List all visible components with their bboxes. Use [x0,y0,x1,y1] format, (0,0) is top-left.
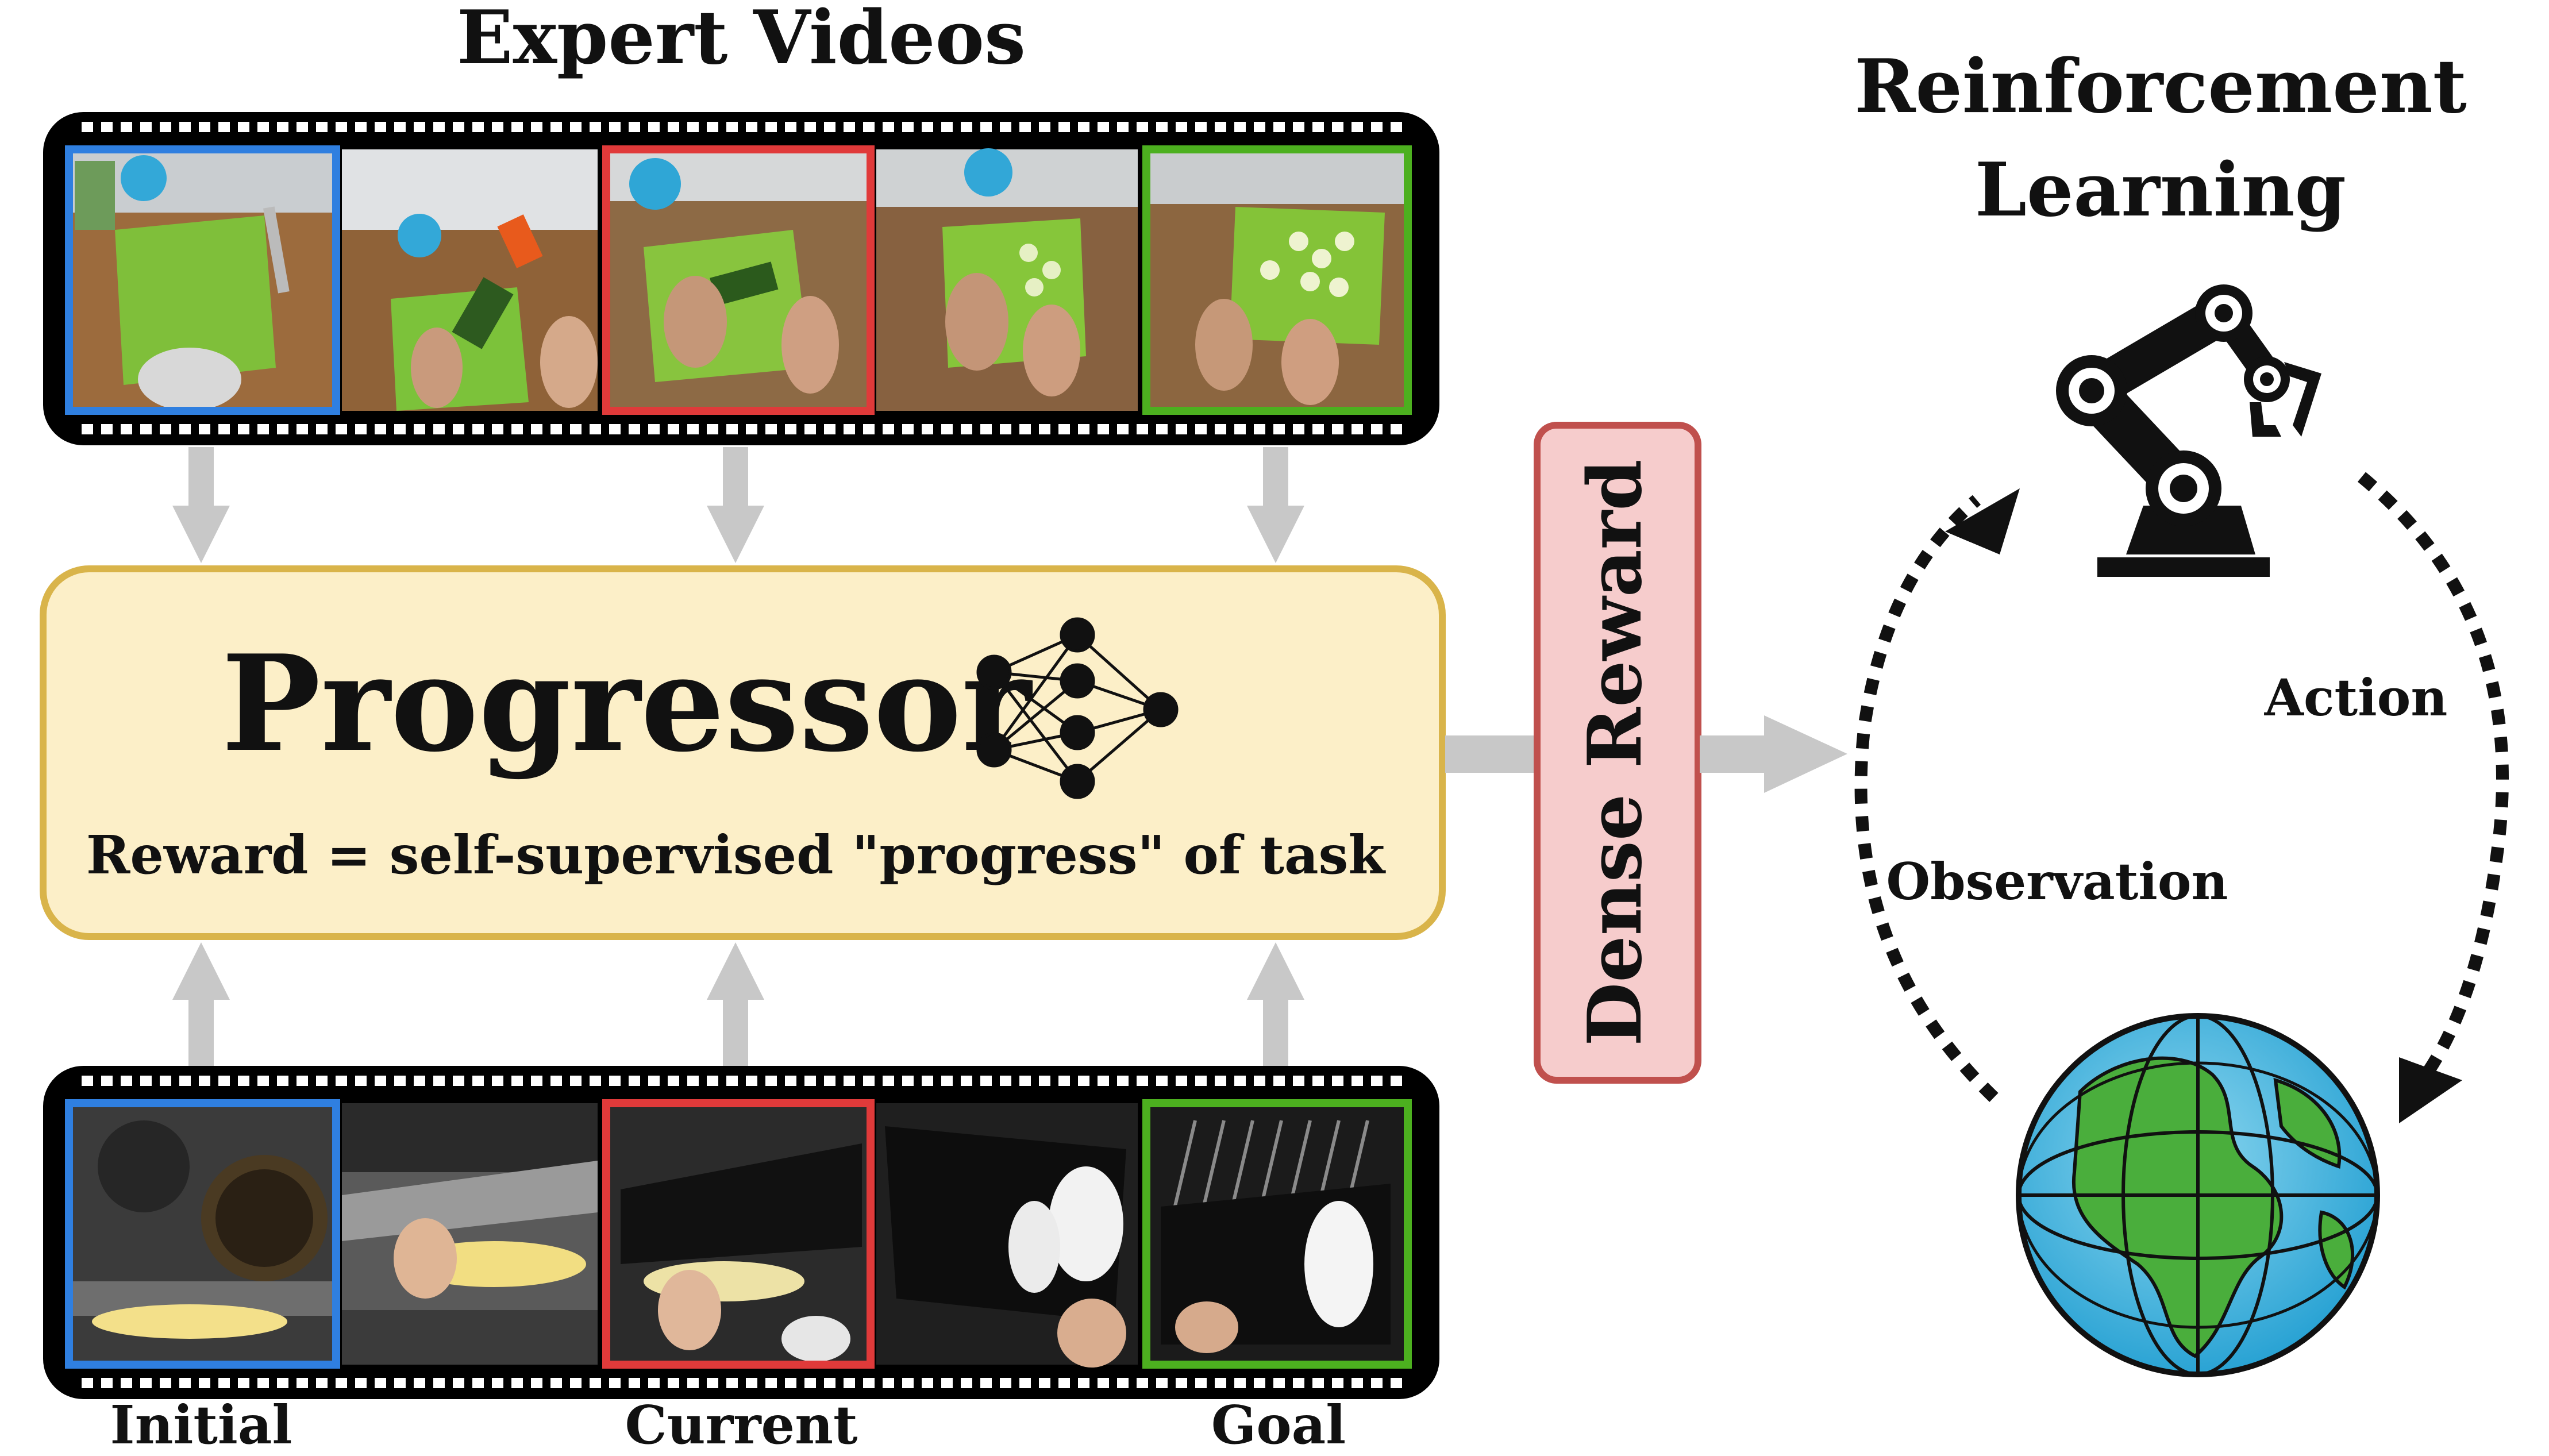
dense-reward-box: Dense Reward [1534,422,1701,1084]
label-current: Current [625,1394,858,1456]
action-arrow [2358,472,2509,1123]
neural-network-icon [976,617,1179,799]
expert-video-filmstrip [43,112,1439,445]
label-initial: Initial [110,1394,292,1456]
expert-to-progressor-arrows [172,447,1304,563]
expert-frame-4 [876,148,1138,411]
progressor-to-reward-arrow [1445,735,1540,773]
observation-label: Observation [1886,852,2228,911]
progressor-title: Progressor [221,626,1033,781]
progressor-box: Progressor Reward = self-supervised "pro… [40,565,1446,940]
video-frame-2 [342,1103,598,1365]
reward-to-rl-arrow [1700,715,1847,793]
expert-frame-current [602,145,875,415]
video-frame-initial [65,1099,340,1369]
action-label: Action [2264,668,2448,727]
video-frame-current [602,1099,875,1369]
label-goal: Goal [1211,1394,1346,1456]
expert-frame-goal [1142,145,1412,415]
task-video-filmstrip [43,1066,1439,1399]
expert-frame-2 [342,149,598,411]
video-to-progressor-arrows [172,942,1304,1069]
expert-videos-title: Expert Videos [457,0,1026,81]
expert-frame-initial [65,145,340,415]
robot-arm-icon [2056,284,2321,577]
rl-title-line2: Learning [1975,147,2346,233]
video-frame-goal [1142,1099,1412,1369]
earth-globe-icon [2016,1013,2380,1377]
progressor-subtitle: Reward = self-supervised "progress" of t… [86,824,1386,886]
dense-reward-label: Dense Reward [1572,459,1658,1046]
rl-title-line1: Reinforcement [1854,44,2467,130]
video-frame-4 [876,1103,1138,1368]
observation-arrow [1854,488,2020,1102]
